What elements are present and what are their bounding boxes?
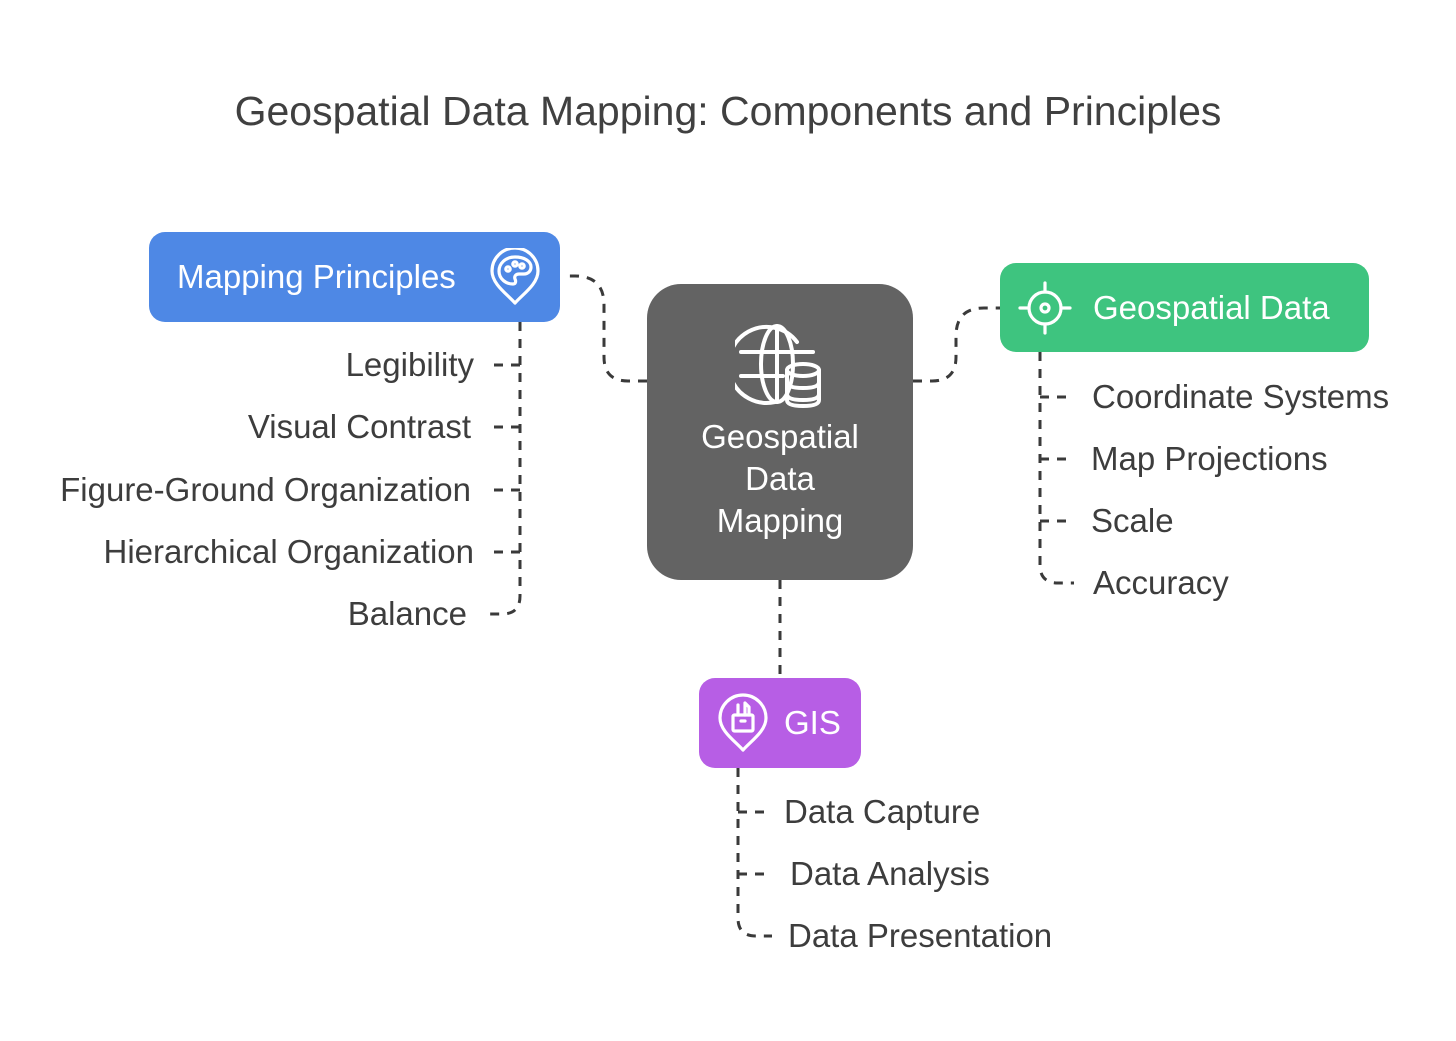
center-label-line-1: Geospatial [701,418,859,455]
globe-database-icon [735,320,825,410]
leaf-figure-ground-organization: Figure-Ground Organization [60,471,471,508]
connector-mapping-principles-trunk [488,322,522,616]
connector-geospatial-data-trunk [1038,352,1074,585]
crosshair-icon [1018,281,1072,335]
node-geospatial-data-label: Geospatial Data [1093,289,1330,326]
node-gis: GIS [699,678,861,768]
leaf-visual-contrast: Visual Contrast [247,408,471,445]
node-geospatial-data: Geospatial Data [1000,263,1369,352]
leaf-hierarchical-organization: Hierarchical Organization [103,533,475,570]
diagram-title: Geospatial Data Mapping: Components and … [234,88,1222,134]
center-node-label: Geospatial Data Mapping [647,416,913,542]
palette-pin-icon [489,248,541,306]
center-node-geospatial-data-mapping: Geospatial Data Mapping [647,284,913,580]
leaf-data-analysis: Data Analysis [790,855,990,892]
leaf-map-projections: Map Projections [1091,440,1328,477]
connector-gis-trunk [736,768,772,938]
node-gis-label: GIS [784,704,841,741]
leaf-accuracy: Accuracy [1093,564,1229,601]
leaf-scale: Scale [1091,502,1174,539]
leaf-data-presentation: Data Presentation [788,917,1053,954]
leaf-balance: Balance [347,595,467,632]
leaf-legibility: Legibility [345,346,474,383]
leaf-data-capture: Data Capture [784,793,981,830]
node-mapping-principles: Mapping Principles [149,232,560,322]
center-label-line-2: Data [745,460,815,497]
leaf-coordinate-systems: Coordinate Systems [1092,378,1390,415]
connector-center-mapping-principles [562,274,647,383]
center-label-line-3: Mapping [716,502,844,539]
pencil-cup-pin-icon [717,693,769,753]
node-mapping-principles-label: Mapping Principles [177,258,456,295]
connector-center-geospatial-data [913,306,1000,383]
